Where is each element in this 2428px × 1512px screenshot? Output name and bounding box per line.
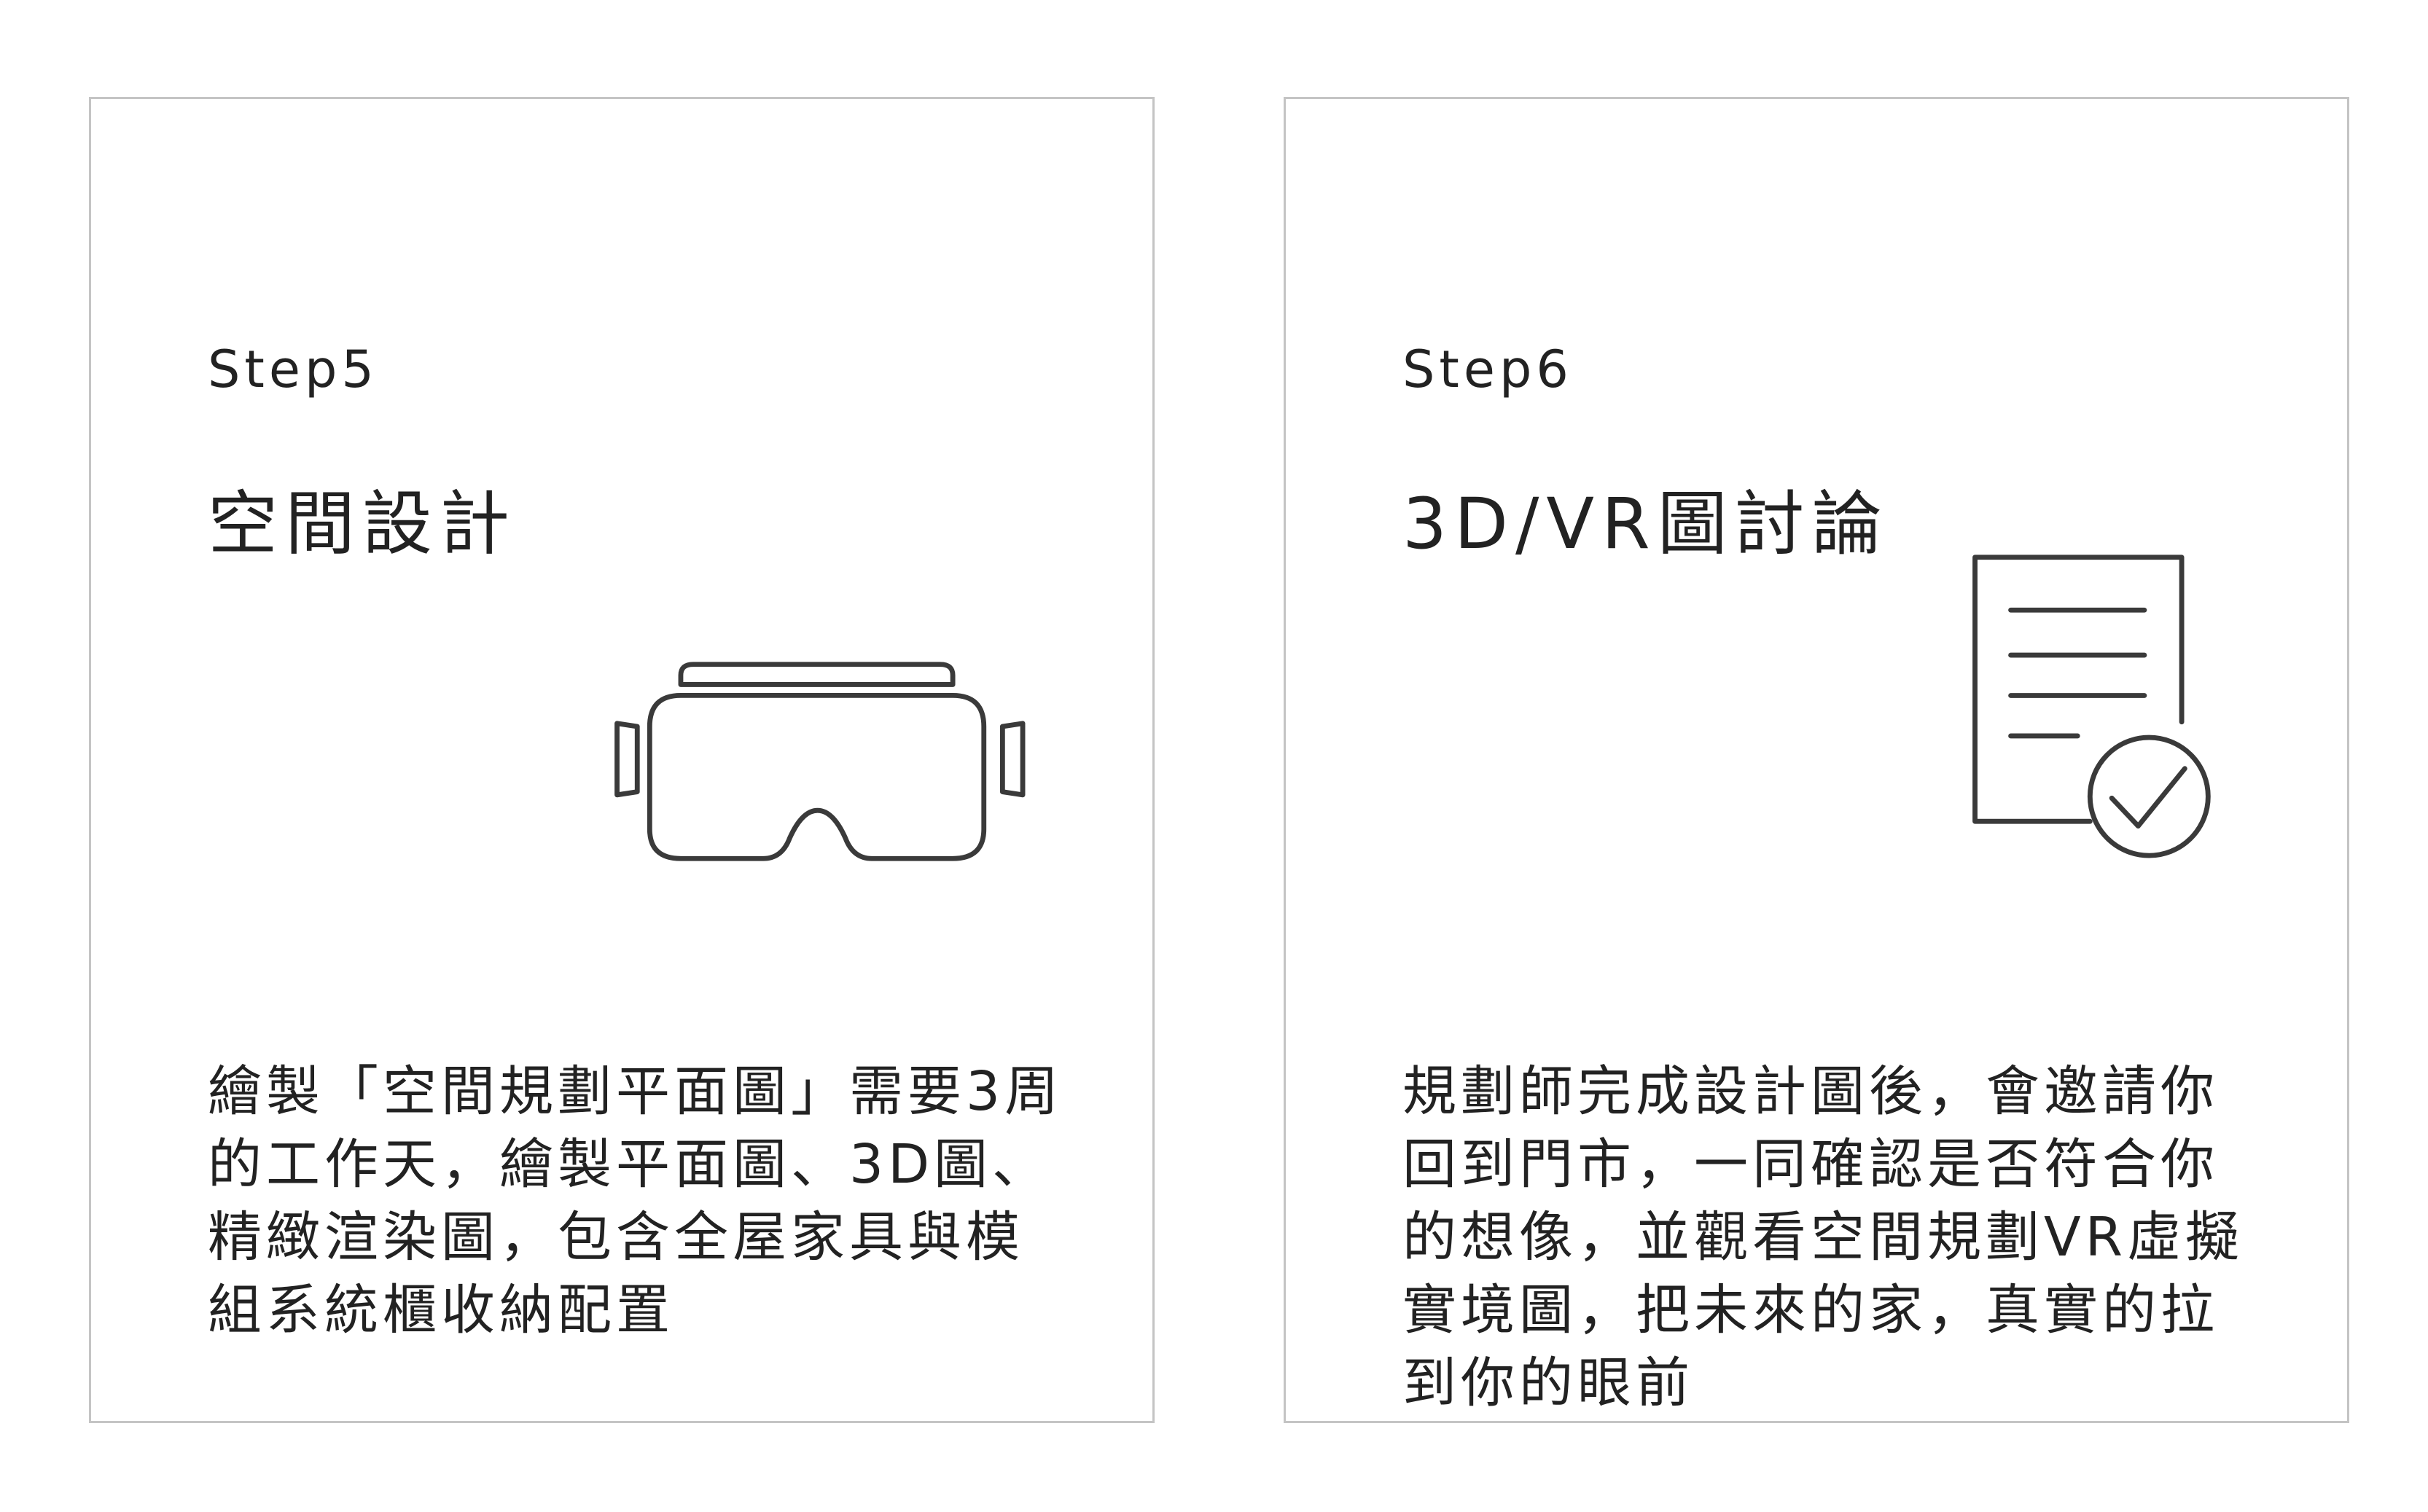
step-description: 規劃師完成設計圖後，會邀請你 回到門市，一同確認是否符合你 的想像，並觀看空間規… xyxy=(1402,1055,2244,1419)
step-label: Step6 xyxy=(1402,340,1573,399)
description-line: 的工作天，繪製平面圖、3D圖、 xyxy=(208,1133,1051,1196)
description-line: 回到門市，一同確認是否符合你 xyxy=(1402,1133,2219,1196)
description-line: 規劃師完成設計圖後，會邀請你 xyxy=(1402,1060,2219,1123)
description-line: 組系統櫃收納配置 xyxy=(208,1279,674,1341)
description-line: 實境圖，把未來的家，真實的拉 xyxy=(1402,1279,2219,1341)
step-title: 3D/VR圖討論 xyxy=(1402,483,1889,565)
description-line: 到你的眼前 xyxy=(1402,1352,1694,1414)
step6-card: Step6 3D/VR圖討論 規劃師完成設計圖後，會邀請你 回到門市，一同確認是… xyxy=(1284,97,2349,1423)
step5-card: Step5 空間設計 繪製「空間規劃平面圖」需要3周 的工作天，繪製平面圖、3D… xyxy=(89,97,1155,1423)
description-line: 繪製「空間規劃平面圖」需要3周 xyxy=(208,1060,1063,1123)
step-label: Step5 xyxy=(208,340,378,399)
document-check-icon xyxy=(1972,555,2211,858)
description-line: 精緻渲染圖，包含全屋家具與模 xyxy=(208,1206,1024,1269)
step-description: 繪製「空間規劃平面圖」需要3周 的工作天，繪製平面圖、3D圖、 精緻渲染圖，包含… xyxy=(208,1055,1063,1347)
description-line: 的想像，並觀看空間規劃VR虛擬 xyxy=(1402,1206,2244,1269)
vr-headset-icon xyxy=(614,662,1026,861)
step-title: 空間設計 xyxy=(208,483,517,565)
